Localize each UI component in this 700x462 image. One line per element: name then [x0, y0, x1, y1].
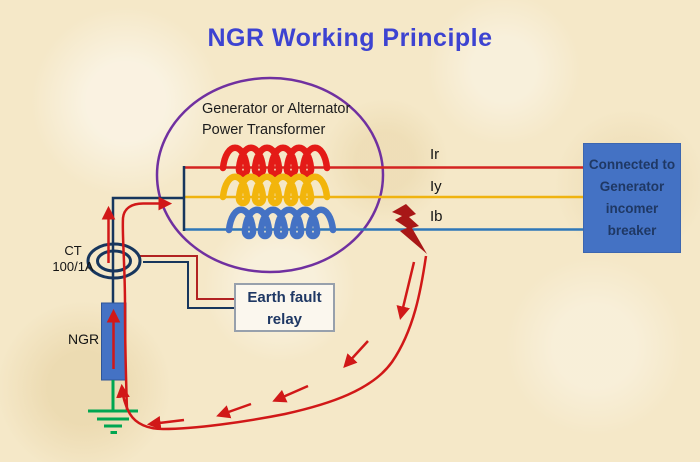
fault-current-neutral-return [121, 196, 173, 411]
ct-label-line2: 100/1A [52, 259, 94, 274]
lightning-bolt-icon [392, 204, 427, 254]
ct-label-line1: CT [64, 243, 82, 258]
breaker-box-line3: incomer [605, 201, 659, 216]
ngr-label: NGR [68, 331, 100, 347]
earth-fault-relay-box: Earth fault relay [234, 283, 335, 332]
phase-label-iy: Iy [430, 178, 442, 195]
winding-coil-red [219, 144, 331, 178]
earth-ground-icon [88, 380, 138, 434]
transformer-label-line1: Generator or Alternator [202, 101, 351, 117]
ct-coil-icon [86, 242, 142, 280]
transformer-circle [155, 76, 385, 274]
fault-current-arrows [101, 196, 428, 431]
transformer-label-line2: Power Transformer [202, 122, 326, 138]
transformer-label: Generator or Alternator Power Transforme… [202, 99, 382, 141]
breaker-box-line1: Connected to [588, 157, 676, 172]
fault-current-arrow-1 [396, 261, 416, 321]
phase-label-ib: Ib [430, 208, 443, 225]
ct-label: CT 100/1A [44, 243, 102, 275]
relay-label-line2: relay [266, 311, 303, 328]
incomer-breaker-box: Connected to Generator incomer breaker [583, 143, 681, 253]
winding-coil-yellow [219, 173, 331, 207]
relay-label-line1: Earth fault [247, 289, 322, 306]
fault-current-arrow-3 [272, 384, 309, 403]
phase-label-ir: Ir [430, 146, 440, 163]
fault-current-arrow-4 [216, 402, 252, 419]
fault-current-arrow-2 [343, 340, 369, 369]
winding-coil-blue [225, 206, 337, 240]
breaker-box-line4: breaker [607, 223, 657, 238]
page-title: NGR Working Principle [207, 24, 493, 52]
breaker-box-line2: Generator [599, 179, 665, 194]
fault-current-main-curve [116, 255, 428, 431]
fault-current-arrow-5 [146, 416, 185, 430]
ct-secondary-wire-red [140, 255, 234, 300]
ct-secondary-wire-navy [143, 261, 234, 309]
ct-coil-inner-icon [96, 249, 132, 273]
